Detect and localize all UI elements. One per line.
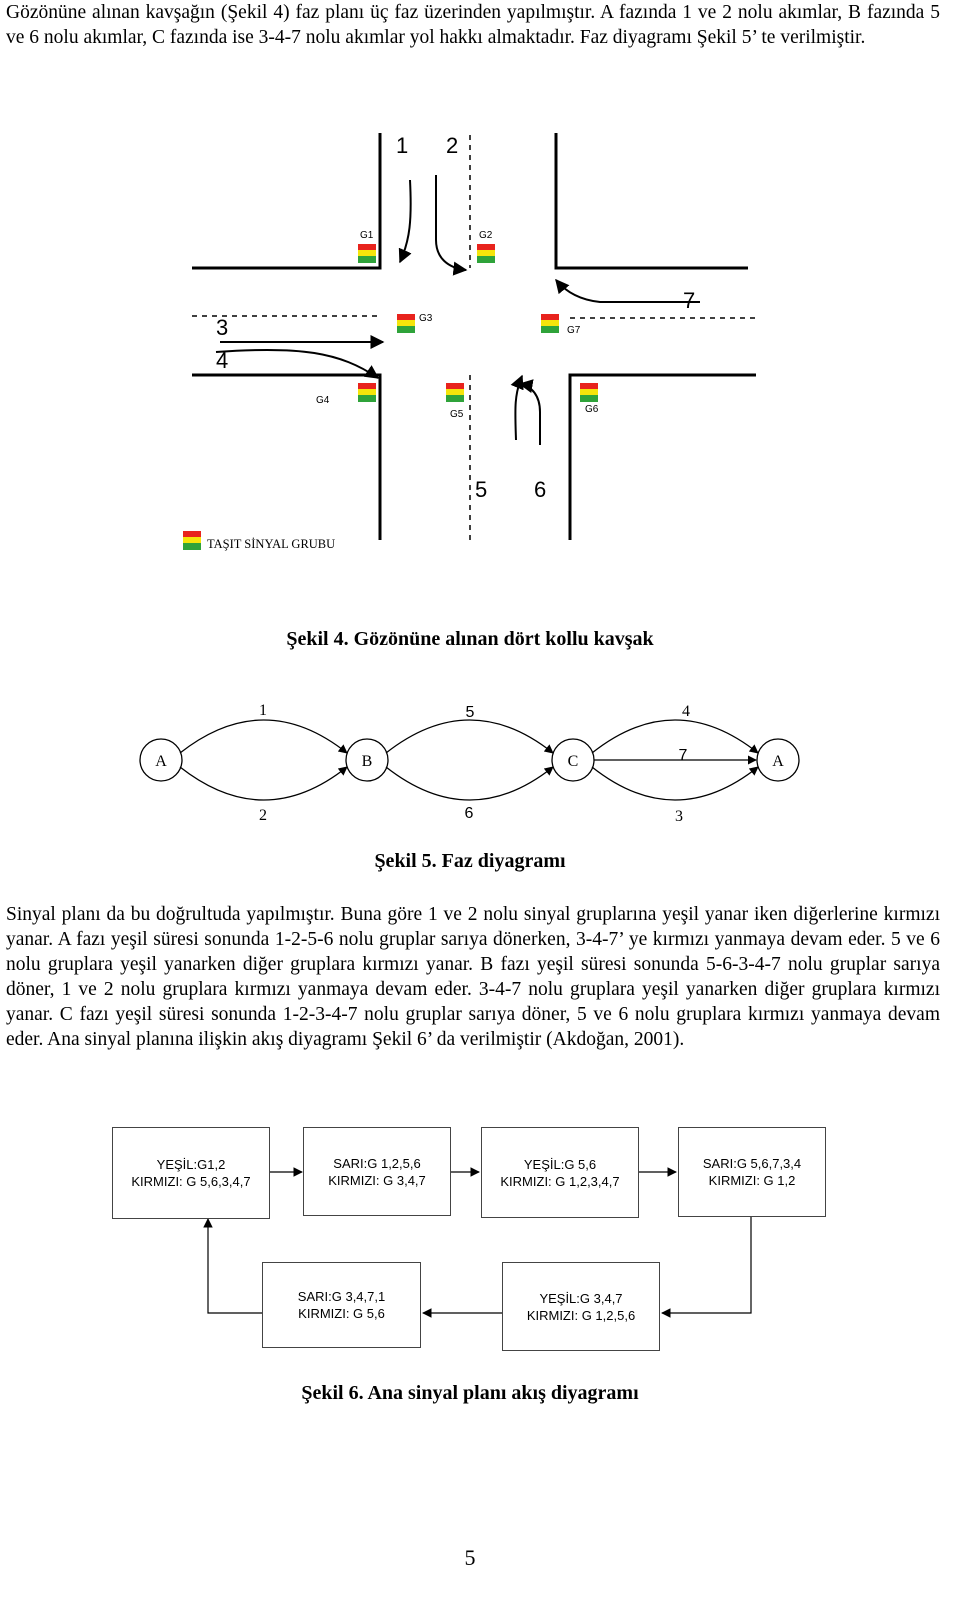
svg-text:B: B (362, 753, 373, 770)
flowchart-connectors (203, 1167, 752, 1318)
edge-3 (591, 766, 759, 801)
svg-text:5: 5 (466, 704, 475, 721)
flow-label-6: 6 (534, 477, 546, 502)
svg-text:A: A (772, 753, 784, 770)
svg-text:4: 4 (682, 703, 690, 720)
flow-box-3: YEŞİL:G 5,6 KIRMIZI: G 1,2,3,4,7 (481, 1127, 639, 1218)
flow-box-2: SARI:G 1,2,5,6 KIRMIZI: G 3,4,7 (303, 1127, 451, 1216)
edge-4 (591, 719, 759, 754)
signal-label-g1: G1 (360, 230, 374, 241)
signal-icons (183, 244, 598, 550)
road-edges (192, 133, 756, 540)
phase-node-b (345, 738, 389, 782)
figure4-caption: Şekil 4. Gözönüne alınan dört kollu kavş… (286, 628, 654, 650)
svg-text:3: 3 (675, 808, 683, 825)
svg-text:6: 6 (465, 805, 474, 822)
signal-label-g3: G3 (419, 313, 433, 324)
page-number: 5 (464, 1545, 476, 1570)
edge-1 (179, 719, 348, 754)
flow-label-3: 3 (216, 315, 228, 340)
phase-diagram: A B C A 1 2 5 6 4 7 3 (139, 702, 800, 825)
edge-2 (179, 766, 348, 801)
figure5-caption: Şekil 5. Faz diyagramı (374, 850, 566, 872)
flow-box-4: SARI:G 5,6,7,3,4 KIRMIZI: G 1,2 (678, 1127, 826, 1217)
svg-text:1: 1 (259, 702, 267, 719)
edge-6 (385, 766, 554, 801)
flow-label-2: 2 (446, 133, 458, 158)
flow-label-7: 7 (683, 288, 695, 313)
lane-dividers (192, 135, 756, 540)
flow-label-4: 4 (216, 348, 228, 373)
phase-node-a (139, 738, 183, 782)
signal-label-g5: G5 (450, 409, 464, 420)
flow-box-1: YEŞİL:G1,2 KIRMIZI: G 5,6,3,4,7 (112, 1127, 270, 1219)
intersection-figure: 1 2 3 4 5 6 7 G1 G2 G3 G7 G4 G5 G6 TAŞIT… (183, 133, 756, 551)
svg-text:C: C (568, 753, 579, 770)
svg-text:7: 7 (679, 747, 688, 764)
flow-box-5: YEŞİL:G 3,4,7 KIRMIZI: G 1,2,5,6 (502, 1262, 660, 1351)
legend-label: TAŞIT SİNYAL GRUBU (207, 537, 335, 551)
svg-text:A: A (155, 753, 167, 770)
signal-plan-paragraph: Sinyal planı da bu doğrultuda yapılmıştı… (6, 904, 940, 1050)
flow-box-6: SARI:G 3,4,7,1 KIRMIZI: G 5,6 (262, 1262, 421, 1348)
edge-5 (385, 719, 554, 754)
svg-text:2: 2 (259, 807, 267, 824)
signal-label-g2: G2 (479, 230, 493, 241)
figure6-caption: Şekil 6. Ana sinyal planı akış diyagramı (301, 1382, 639, 1404)
intro-paragraph: Gözönüne alınan kavşağın (Şekil 4) faz p… (6, 2, 940, 48)
signal-label-g7: G7 (567, 325, 581, 336)
flow-label-5: 5 (475, 477, 487, 502)
flow-arrows (215, 175, 700, 445)
signal-label-g4: G4 (316, 395, 330, 406)
phase-node-a-end (756, 738, 800, 782)
flow-label-1: 1 (396, 133, 408, 158)
signal-label-g6: G6 (585, 404, 599, 415)
